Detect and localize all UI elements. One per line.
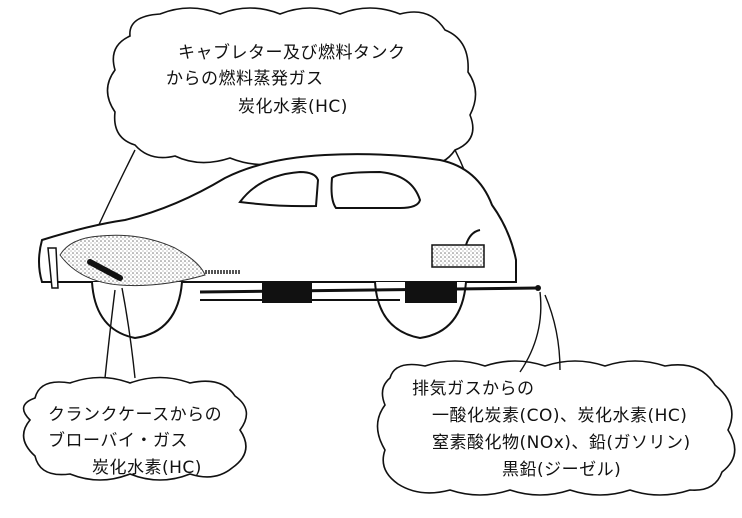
top-callout-line2: からの燃料蒸発ガス [166, 69, 324, 89]
right-callout-leader-a [519, 291, 542, 373]
left-callout-bubble [22, 376, 248, 481]
left-callout-line2: ブローバイ・ガス [48, 431, 188, 451]
top-callout-line1: キャブレター及び燃料タンク [178, 43, 406, 63]
engine-block [59, 234, 206, 287]
fuel-filler-neck [465, 229, 481, 246]
tailpipe-end [535, 285, 541, 291]
crankcase-hose [87, 259, 123, 281]
car-front-window [238, 170, 320, 208]
right-callout-bubble [376, 360, 736, 496]
muffler [405, 281, 457, 303]
front-wheel [91, 281, 183, 340]
car-rear-window [330, 170, 422, 209]
left-callout-leader-b [121, 287, 136, 379]
right-callout-line4: 黒鉛(ジーゼル) [502, 460, 622, 480]
left-callout-line3: 炭化水素(HC) [92, 458, 202, 478]
right-callout-line1: 排気ガスからの [412, 379, 535, 399]
left-callout-leader-a [104, 289, 116, 379]
right-callout-leader-b [544, 294, 561, 371]
fan-blade [47, 247, 59, 289]
top-callout-line3: 炭化水素(HC) [238, 97, 348, 117]
exhaust-line [199, 286, 539, 294]
right-callout-line2: 一酸化炭素(CO)、炭化水素(HC) [432, 406, 688, 426]
catalytic-converter [262, 283, 312, 303]
right-callout-line3: 窒素酸化物(NOx)、鉛(ガソリン) [432, 433, 691, 453]
left-callout-line1: クランクケースからの [48, 405, 223, 425]
fuel-tank [431, 244, 485, 268]
